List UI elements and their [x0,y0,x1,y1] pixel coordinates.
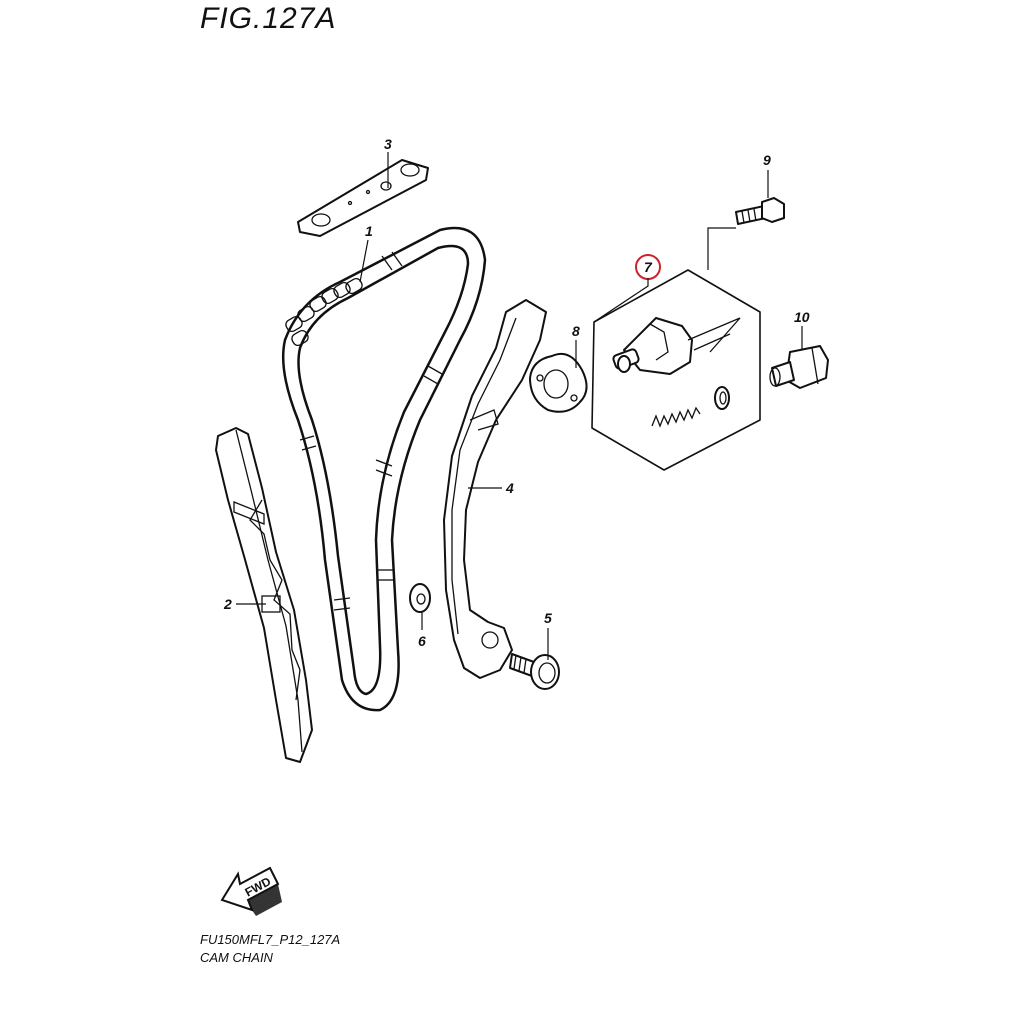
callout-9: 9 [763,152,771,168]
callout-7: 7 [644,259,653,275]
callout-10: 10 [794,309,810,325]
part-8-gasket[interactable] [529,352,588,413]
callout-1: 1 [365,223,373,239]
part-3-guide-plate[interactable] [297,159,429,237]
part-5-bolt[interactable] [509,653,560,690]
part-1-cam-chain[interactable] [281,226,487,712]
part-9-bolt[interactable] [735,197,785,225]
figure-code: FU150MFL7_P12_127A [200,932,341,947]
callout-leader-lines [236,152,803,660]
callout-6: 6 [418,633,426,649]
part-2-tensioner-guide[interactable] [215,427,313,763]
fwd-arrow-icon: FWD [220,866,282,916]
callout-5: 5 [544,610,552,626]
callout-8: 8 [572,323,580,339]
part-4-chain-guide[interactable] [443,299,547,679]
figure-title: FIG.127A [200,2,337,35]
callout-4: 4 [505,480,514,496]
part-10-cap-bolt[interactable] [769,345,829,389]
callout-3: 3 [384,136,392,152]
part-6-washer[interactable] [409,583,431,613]
part-7-tensioner-assembly[interactable] [591,254,761,471]
callout-2: 2 [223,596,232,612]
figure-name: CAM CHAIN [200,950,273,965]
